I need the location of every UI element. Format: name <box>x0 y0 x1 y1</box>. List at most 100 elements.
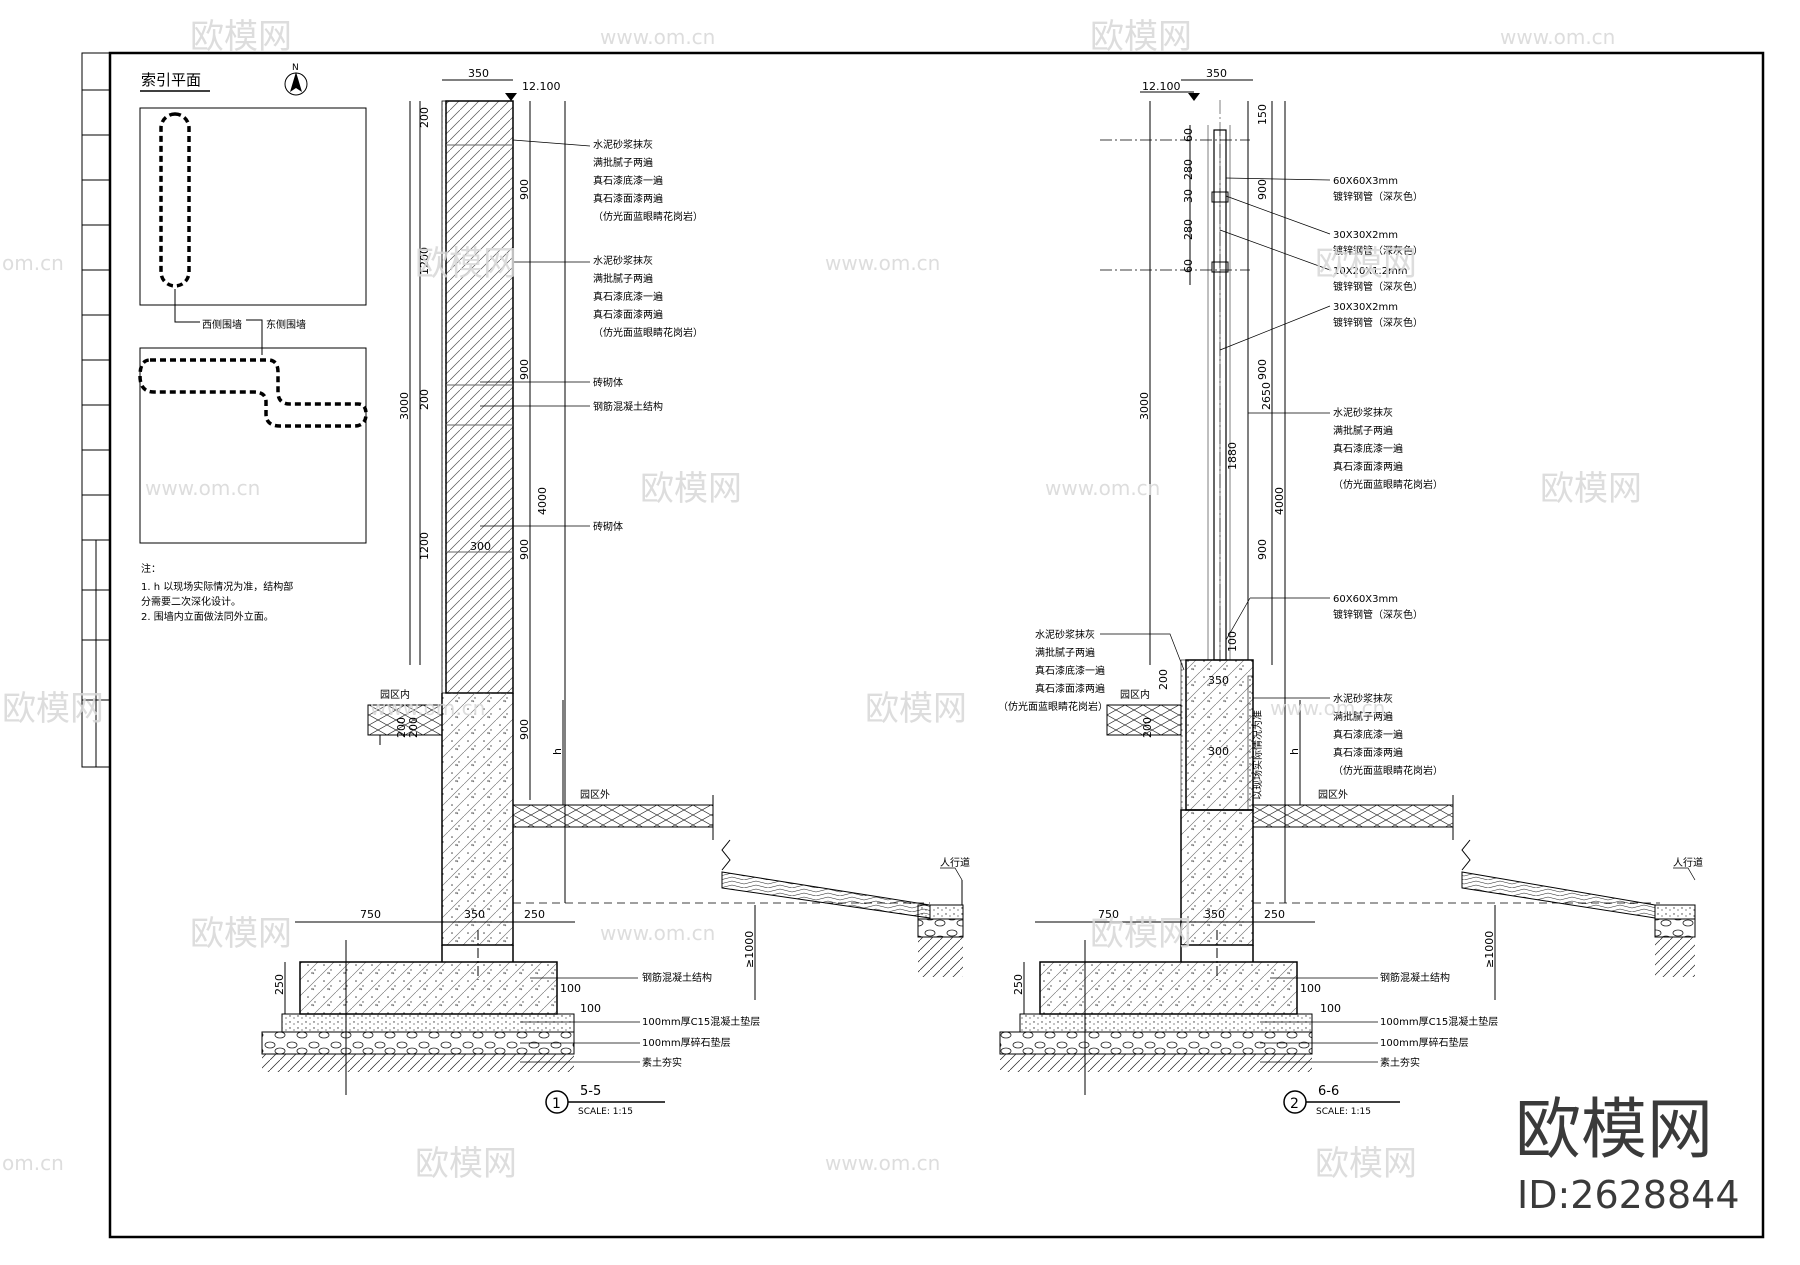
n66-p4-0: 30X30X2mm <box>1333 302 1398 313</box>
dim-66-l2: 30 <box>1182 189 1195 203</box>
wm-url-8: www.om.cn <box>1270 696 1385 720</box>
n55-f2-3: 真石漆面漆两遍 <box>593 308 663 321</box>
dim-66-r3: 1880 <box>1226 442 1239 470</box>
east-wall-label: 东侧围墙 <box>266 318 306 331</box>
dim-55-top: 350 <box>468 67 489 80</box>
elev-55: 12.100 <box>522 80 561 93</box>
n66-outside: 园区外 <box>1318 789 1348 801</box>
n66-fm-2: 真石漆底漆一遍 <box>1333 442 1403 455</box>
dim-66-h: h <box>1288 748 1301 755</box>
dim-66-r1: 900 <box>1256 179 1269 200</box>
n66-fm-1: 满批腻子两遍 <box>1333 424 1393 437</box>
north-label: N <box>292 63 299 73</box>
wm-brand-3: 欧模网 <box>415 244 517 284</box>
watermarks: 欧模网 www.om.cn 欧模网 www.om.cn om.cn 欧模网 ww… <box>2 17 1642 1184</box>
dim-55-fl: 750 <box>360 908 381 921</box>
dim-66-s1: 100 <box>1300 982 1321 995</box>
n66-fm-3: 真石漆面漆两遍 <box>1333 460 1403 473</box>
n55-f1-2: 真石漆底漆一遍 <box>593 174 663 187</box>
dim-66-ltotal: 3000 <box>1138 392 1151 420</box>
dim-66-fm: 350 <box>1204 908 1225 921</box>
n55-gravel: 100mm厚碎石垫层 <box>642 1036 731 1049</box>
dims-55: 350 12.100 200 1200 200 1200 3000 900 90… <box>273 67 756 1015</box>
outside-ground-66 <box>1252 804 1454 828</box>
note-2: 2. 围墙内立面做法同外立面。 <box>141 610 274 623</box>
notes-heading: 注： <box>141 562 161 575</box>
section-5-5: 350 12.100 200 1200 200 1200 3000 900 90… <box>261 67 970 1117</box>
sec55-scale: SCALE: 1:15 <box>578 1107 633 1117</box>
dim-66-rmid: 2650 <box>1260 382 1273 410</box>
wm-brand-9: 欧模网 <box>190 914 292 954</box>
sec55-name: 5-5 <box>580 1084 601 1099</box>
n66-fl-3: 真石漆面漆两遍 <box>1035 682 1105 695</box>
dim-55-fr: 250 <box>524 908 545 921</box>
note-1: 1. h 以现场实际情况为准，结构部 <box>141 580 293 593</box>
dim-66-inh1: 200 <box>1157 669 1170 690</box>
n66-fl-1: 满批腻子两遍 <box>1035 646 1095 659</box>
dim-66-fh: 250 <box>1012 974 1025 995</box>
wm-brand-12: 欧模网 <box>1315 1144 1417 1184</box>
wm-url-10: om.cn <box>2 1151 64 1175</box>
dims-66: 350 12.100 60 280 30 280 60 3000 150 900… <box>1012 67 1496 1015</box>
dim-66-basew: 350 <box>1208 674 1229 687</box>
wm-brand-5: 欧模网 <box>640 469 742 509</box>
n66-p1-1: 镀锌钢管（深灰色） <box>1333 190 1423 203</box>
dim-66-l3: 280 <box>1182 219 1195 240</box>
section-6-6: 350 12.100 60 280 30 280 60 3000 150 900… <box>998 67 1703 1117</box>
dim-55-h: h <box>551 748 564 755</box>
dim-66-s2: 100 <box>1320 1002 1341 1015</box>
wm-brand-7: 欧模网 <box>2 689 104 729</box>
wm-brand-6: 欧模网 <box>1540 469 1642 509</box>
dim-66-fr: 250 <box>1264 908 1285 921</box>
dim-55-s2: 100 <box>580 1002 601 1015</box>
inside-ground-66 <box>1106 704 1182 736</box>
index-plan: 索引平面 N 西侧围墙 东侧围墙 注： 1. h 以现场实际情况为准，结构部 分… <box>138 63 368 623</box>
wm-url-1: www.om.cn <box>600 25 715 49</box>
n66-p2-1: 镀锌钢管（深灰色） <box>1333 244 1423 257</box>
wm-url-9: www.om.cn <box>600 921 715 945</box>
n66-fr-0: 水泥砂浆抹灰 <box>1333 692 1393 705</box>
wm-brand-1: 欧模网 <box>190 17 292 57</box>
c15-layer-55 <box>281 1013 575 1033</box>
sec66-number: 2 <box>1290 1096 1299 1112</box>
sidewalk-55 <box>917 904 964 920</box>
n55-rc: 钢筋混凝土结构 <box>593 400 663 413</box>
n55-brick1: 砖砌体 <box>593 376 623 389</box>
dim-55-r2: 900 <box>518 539 531 560</box>
dim-55-inner: 300 <box>470 540 491 553</box>
dim-66-rtotal: 4000 <box>1273 487 1286 515</box>
n55-f1-1: 满批腻子两遍 <box>593 156 653 169</box>
dim-55-depth: ≥1000 <box>743 931 756 968</box>
wm-url-4: www.om.cn <box>825 251 940 275</box>
dim-55-inh1: 200 <box>407 717 420 738</box>
n66-fm-4: （仿光面蓝眼睛花岗岩） <box>1333 478 1443 491</box>
index-plan-title: 索引平面 <box>141 71 201 89</box>
n66-fm-0: 水泥砂浆抹灰 <box>1333 406 1393 419</box>
elev-66: 12.100 <box>1142 80 1181 93</box>
n66-fl-2: 真石漆底漆一遍 <box>1035 664 1105 677</box>
dim-55-fh: 250 <box>273 974 286 995</box>
railing-66 <box>1100 100 1250 661</box>
n66-fr-1: 满批腻子两遍 <box>1333 710 1393 723</box>
notes-66: 60X60X3mm 镀锌钢管（深灰色） 30X30X2mm 镀锌钢管（深灰色） … <box>998 176 1703 1069</box>
n66-fl-0: 水泥砂浆抹灰 <box>1035 628 1095 641</box>
dim-55-rtotal: 4000 <box>536 487 549 515</box>
north-arrow-icon <box>284 72 308 96</box>
n55-outside: 园区外 <box>580 789 610 801</box>
footing-55 <box>299 961 558 1015</box>
logo-id: ID:2628844 <box>1517 1173 1740 1217</box>
footing-66 <box>1039 961 1298 1015</box>
n55-f1-0: 水泥砂浆抹灰 <box>593 138 653 151</box>
n55-f2-4: （仿光面蓝眼睛花岗岩） <box>593 326 703 339</box>
wm-brand-10: 欧模网 <box>1090 914 1192 954</box>
dim-55-l1: 1200 <box>418 247 431 275</box>
note-1b: 分需要二次深化设计。 <box>141 595 241 608</box>
soil-layer-55 <box>262 1054 574 1072</box>
west-wall-label: 西侧围墙 <box>202 318 242 331</box>
section-66-title: 2 6-6 SCALE: 1:15 <box>1283 1084 1400 1117</box>
dim-66-r4: 900 <box>1256 539 1269 560</box>
dim-55-ltotal: 3000 <box>398 392 411 420</box>
n66-p3-0: 10X20X1.2mm <box>1333 266 1408 277</box>
n55-f1-4: （仿光面蓝眼睛花岗岩） <box>593 210 703 223</box>
n55-rcbase: 钢筋混凝土结构 <box>642 971 712 984</box>
